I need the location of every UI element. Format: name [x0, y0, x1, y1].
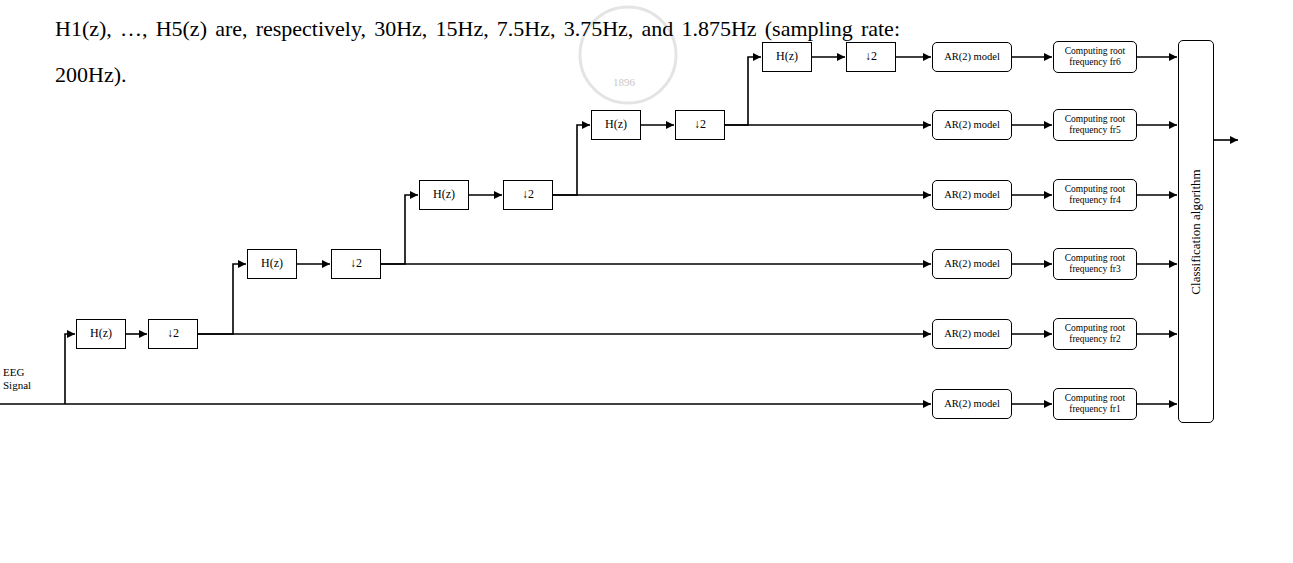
signal-connector	[553, 194, 931, 196]
downsampler-box: ↓2	[331, 249, 381, 279]
box-label: Computing root frequency fr2	[1054, 323, 1136, 345]
input-wire	[0, 403, 931, 405]
box-label: AR(2) model	[941, 119, 1003, 131]
input-branch	[65, 334, 75, 404]
signal-connector	[1012, 56, 1052, 58]
root-frequency-box: Computing root frequency fr2	[1053, 318, 1137, 350]
signal-connector	[1012, 194, 1052, 196]
watermark-text: 1896	[613, 76, 635, 88]
downsampler-box: ↓2	[846, 42, 896, 72]
box-label: ↓2	[519, 188, 537, 202]
box-label: AR(2) model	[941, 258, 1003, 270]
signal-connector	[725, 57, 761, 125]
input-label: EEG Signal	[3, 366, 45, 392]
box-label: Computing root frequency fr1	[1054, 393, 1136, 415]
ar-model-box: AR(2) model	[932, 180, 1012, 210]
box-label: AR(2) model	[941, 328, 1003, 340]
filter-box: H(z)	[591, 110, 641, 140]
signal-connector	[1137, 56, 1177, 58]
signal-connector	[1137, 263, 1177, 265]
downsampler-box: ↓2	[148, 319, 198, 349]
box-label: Computing root frequency fr3	[1054, 253, 1136, 275]
signal-connector	[553, 125, 590, 195]
signal-connector	[469, 194, 502, 196]
signal-connector	[381, 263, 931, 265]
signal-connector	[725, 124, 931, 126]
signal-connector	[1012, 263, 1052, 265]
signal-connector	[1012, 403, 1052, 405]
box-label: ↓2	[862, 50, 880, 64]
signal-connector	[1137, 403, 1177, 405]
root-frequency-box: Computing root frequency fr6	[1053, 41, 1137, 73]
signal-connector	[812, 56, 845, 58]
filter-box: H(z)	[247, 249, 297, 279]
signal-connector	[641, 124, 674, 126]
root-frequency-box: Computing root frequency fr1	[1053, 388, 1137, 420]
classifier-label: Classification algorithm	[1189, 169, 1204, 294]
ar-model-box: AR(2) model	[932, 389, 1012, 419]
box-label: Computing root frequency fr6	[1054, 46, 1136, 68]
ar-model-box: AR(2) model	[932, 110, 1012, 140]
box-label: ↓2	[347, 257, 365, 271]
box-label: ↓2	[164, 327, 182, 341]
signal-connector	[1012, 333, 1052, 335]
signal-connector	[198, 264, 246, 334]
signal-connector	[126, 333, 147, 335]
box-label: Computing root frequency fr5	[1054, 114, 1136, 136]
signal-connector	[896, 56, 931, 58]
signal-connector	[1012, 124, 1052, 126]
filter-box: H(z)	[76, 319, 126, 349]
box-label: AR(2) model	[941, 189, 1003, 201]
ar-model-box: AR(2) model	[932, 249, 1012, 279]
filter-box: H(z)	[762, 42, 812, 72]
box-label: H(z)	[773, 50, 801, 64]
root-frequency-box: Computing root frequency fr5	[1053, 109, 1137, 141]
root-frequency-box: Computing root frequency fr3	[1053, 248, 1137, 280]
box-label: H(z)	[602, 118, 630, 132]
box-label: AR(2) model	[941, 398, 1003, 410]
box-label: Computing root frequency fr4	[1054, 184, 1136, 206]
box-label: H(z)	[258, 257, 286, 271]
box-label: AR(2) model	[941, 51, 1003, 63]
box-label: ↓2	[691, 118, 709, 132]
signal-connector	[381, 195, 418, 264]
signal-connector	[1137, 194, 1177, 196]
output-wire	[1214, 139, 1238, 141]
figure-note: H1(z), …, H5(z) are, respectively, 30Hz,…	[55, 6, 900, 98]
downsampler-box: ↓2	[503, 180, 553, 210]
downsampler-box: ↓2	[675, 110, 725, 140]
filter-box: H(z)	[419, 180, 469, 210]
ar-model-box: AR(2) model	[932, 42, 1012, 72]
signal-connector	[198, 333, 931, 335]
signal-connector	[1137, 333, 1177, 335]
signal-connector	[1137, 124, 1177, 126]
box-label: H(z)	[87, 327, 115, 341]
root-frequency-box: Computing root frequency fr4	[1053, 179, 1137, 211]
classifier-box: Classification algorithm	[1178, 40, 1214, 423]
box-label: H(z)	[430, 188, 458, 202]
signal-connector	[297, 263, 330, 265]
ar-model-box: AR(2) model	[932, 319, 1012, 349]
